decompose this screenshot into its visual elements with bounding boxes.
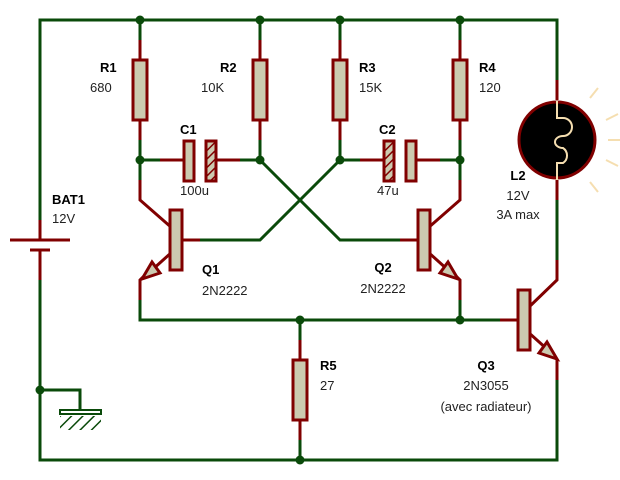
q1-value: 2N2222 [202, 283, 248, 298]
q3-value: 2N3055 [463, 378, 509, 393]
c1-value: 100u [180, 183, 209, 198]
resistor-r3[interactable] [331, 58, 349, 122]
capacitor-c2[interactable] [382, 139, 418, 183]
wire-cross-2 [200, 158, 342, 242]
r4-ref: R4 [479, 60, 496, 75]
r3-value: 15K [359, 80, 383, 95]
bat1-value: 12V [52, 211, 76, 226]
r5-value: 27 [320, 378, 335, 393]
q1-ref: Q1 [202, 262, 220, 277]
r5-ref: R5 [320, 358, 337, 373]
components [10, 58, 620, 430]
wire-ground [40, 388, 82, 410]
transistor-q2[interactable] [416, 208, 462, 282]
lamp-l2[interactable] [517, 87, 620, 193]
r1-value: 680 [90, 80, 112, 95]
bat1-ref: BAT1 [52, 192, 85, 207]
l2-value: 12V [506, 188, 530, 203]
wire-emitter-bus [138, 300, 500, 322]
l2-ref: L2 [510, 168, 526, 183]
capacitor-c1[interactable] [182, 139, 218, 183]
junctions [35, 15, 465, 465]
wire-cross-1 [258, 158, 400, 242]
wire-top-rail [38, 18, 559, 240]
q2-ref: Q2 [374, 260, 392, 275]
q3-note: (avec radiateur) [440, 399, 532, 414]
r4-value: 120 [479, 80, 501, 95]
r2-value: 10K [201, 80, 225, 95]
lamp-glow-rays [589, 87, 620, 193]
q3-ref: Q3 [477, 358, 495, 373]
r3-ref: R3 [359, 60, 376, 75]
transistor-q3[interactable] [516, 288, 561, 362]
resistor-r4[interactable] [451, 58, 469, 122]
r1-ref: R1 [100, 60, 117, 75]
c1-ref: C1 [180, 122, 197, 137]
resistor-r1[interactable] [131, 58, 149, 122]
resistor-r5[interactable] [291, 358, 309, 422]
battery-bat1[interactable] [10, 238, 70, 252]
transistor-q1[interactable] [138, 208, 184, 282]
resistor-r2[interactable] [251, 58, 269, 122]
l2-note: 3A max [496, 207, 540, 222]
c2-ref: C2 [379, 122, 396, 137]
c2-value: 47u [377, 183, 399, 198]
q2-value: 2N2222 [360, 281, 406, 296]
ground-symbol [59, 409, 102, 430]
r2-ref: R2 [220, 60, 237, 75]
